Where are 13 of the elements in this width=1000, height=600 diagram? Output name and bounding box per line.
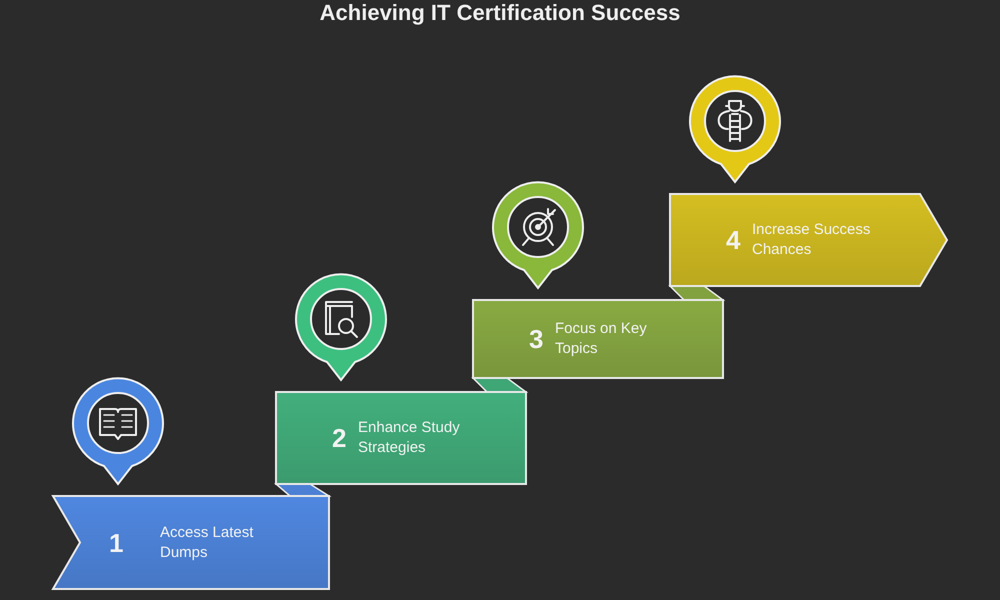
step-banner [670,194,947,286]
step-banner [473,300,723,378]
step-banner [276,392,526,484]
step-number: 3 [529,324,544,354]
step-banner [53,496,329,589]
step-number: 4 [726,225,740,255]
step-label: Access Latest Dumps [160,522,254,562]
step-label: Increase Success Chances [752,220,872,260]
step-label: Focus on Key Topics [555,319,648,359]
step-number: 1 [109,528,124,558]
diagram-title: Achieving IT Certification Success [320,0,680,25]
step-label: Enhance Study Strategies [358,418,461,458]
step-number: 2 [332,423,346,453]
